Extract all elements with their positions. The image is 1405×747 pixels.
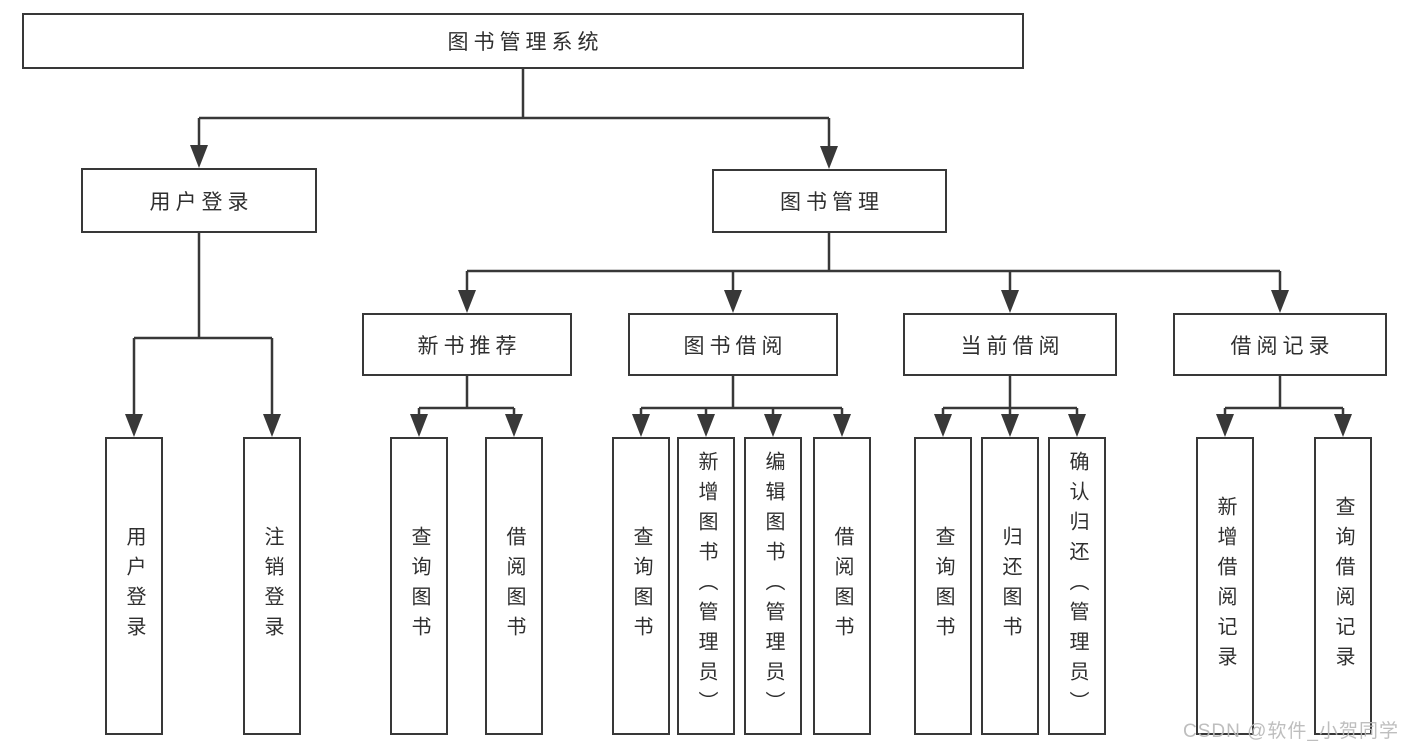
- leaf-label: 新增图书（管理员）: [695, 451, 717, 721]
- leaf-borrow-books: 借阅图书: [813, 437, 871, 735]
- node-label: 当前借阅: [960, 334, 1065, 358]
- leaf-label: 借阅图书: [831, 526, 853, 646]
- leaf-add-books-admin: 新增图书（管理员）: [677, 437, 735, 735]
- leaf-borrow-books-recommend: 借阅图书: [485, 437, 543, 735]
- csdn-watermark: CSDN @软件_小贺同学: [1183, 721, 1399, 742]
- leaf-query-books-current: 查询图书: [914, 437, 972, 735]
- leaf-query-borrow-record: 查询借阅记录: [1314, 437, 1372, 735]
- node-book-management: 图书管理: [712, 169, 947, 233]
- node-label: 借阅记录: [1230, 334, 1335, 358]
- leaf-label: 编辑图书（管理员）: [762, 451, 784, 721]
- leaf-label: 查询借阅记录: [1332, 496, 1354, 676]
- leaf-label: 借阅图书: [503, 526, 525, 646]
- node-label: 图书借阅: [683, 334, 788, 358]
- node-label: 用户登录: [149, 190, 254, 214]
- node-current-borrowing: 当前借阅: [903, 313, 1117, 376]
- leaf-label: 查询图书: [408, 526, 430, 646]
- leaf-label: 查询图书: [932, 526, 954, 646]
- node-borrowing-records: 借阅记录: [1173, 313, 1387, 376]
- leaf-confirm-return-admin: 确认归还（管理员）: [1048, 437, 1106, 735]
- node-label: 图书管理系统: [447, 31, 604, 54]
- leaf-label: 查询图书: [630, 526, 652, 646]
- leaf-query-books-borrowing: 查询图书: [612, 437, 670, 735]
- node-book-borrowing: 图书借阅: [628, 313, 838, 376]
- node-label: 新书推荐: [417, 334, 522, 358]
- leaf-query-books-recommend: 查询图书: [390, 437, 448, 735]
- leaf-edit-books-admin: 编辑图书（管理员）: [744, 437, 802, 735]
- leaf-label: 新增借阅记录: [1214, 496, 1236, 676]
- node-label: 图书管理: [780, 191, 884, 214]
- leaf-user-login: 用户登录: [105, 437, 163, 735]
- leaf-label: 归还图书: [999, 526, 1021, 646]
- node-user-login: 用户登录: [81, 168, 317, 233]
- leaf-add-borrow-record: 新增借阅记录: [1196, 437, 1254, 735]
- leaf-logout: 注销登录: [243, 437, 301, 735]
- node-new-book-recommendation: 新书推荐: [362, 313, 572, 376]
- leaf-label: 用户登录: [123, 526, 145, 646]
- leaf-label: 注销登录: [261, 526, 283, 646]
- leaf-return-books: 归还图书: [981, 437, 1039, 735]
- node-library-management-system: 图书管理系统: [22, 13, 1024, 69]
- leaf-label: 确认归还（管理员）: [1066, 451, 1088, 721]
